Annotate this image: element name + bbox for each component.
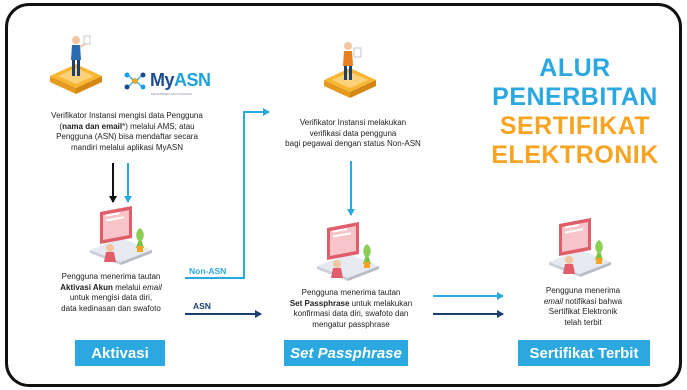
myasn-logo-tagline: MANAJEMEN ASN NASIONAL [151, 92, 193, 96]
nonasn-verifikasi-description: Verifikator Instansi melakukan verifikas… [285, 118, 421, 148]
passphrase-illustration [317, 222, 379, 281]
myasn-logo-mark [124, 72, 146, 89]
myasn-logo: MyASN MANAJEMEN ASN NASIONAL [123, 70, 211, 96]
aktivasi-illustration [90, 206, 152, 265]
verifikasi-description: Verifikator Instansi mengisi data Penggu… [51, 111, 203, 152]
set-passphrase-label: Set Passphrase [284, 340, 408, 366]
sertifikat-terbit-illustration [549, 218, 611, 277]
non-asn-path-label: Non-ASN [189, 266, 227, 276]
aktivasi-label: Aktivasi [75, 340, 165, 366]
sertifikat-terbit-label: Sertifikat Terbit [518, 340, 650, 366]
passphrase-description: Pengguna menerima tautan Set Passphrase … [289, 288, 413, 329]
aktivasi-description: Pengguna menerima tautan Aktivasi Akun m… [60, 272, 162, 313]
verifikator-illustration [50, 35, 102, 94]
diagram-title: ALUR PENERBITAN SERTIFIKAT ELEKTRONIK [491, 54, 659, 169]
sertifikat-terbit-description: Pengguna menerima email notifikasi bahwa… [543, 286, 623, 327]
asn-path-label: ASN [193, 301, 211, 311]
verifikator-nonasn-illustration [324, 42, 376, 98]
arrow-nonasn-path [185, 108, 270, 279]
myasn-logo-text: MyASN [150, 70, 211, 90]
flow-arrows [109, 108, 504, 318]
diagram-frame: MyASN MANAJEMEN ASN NASIONAL Verifikator… [5, 3, 682, 387]
